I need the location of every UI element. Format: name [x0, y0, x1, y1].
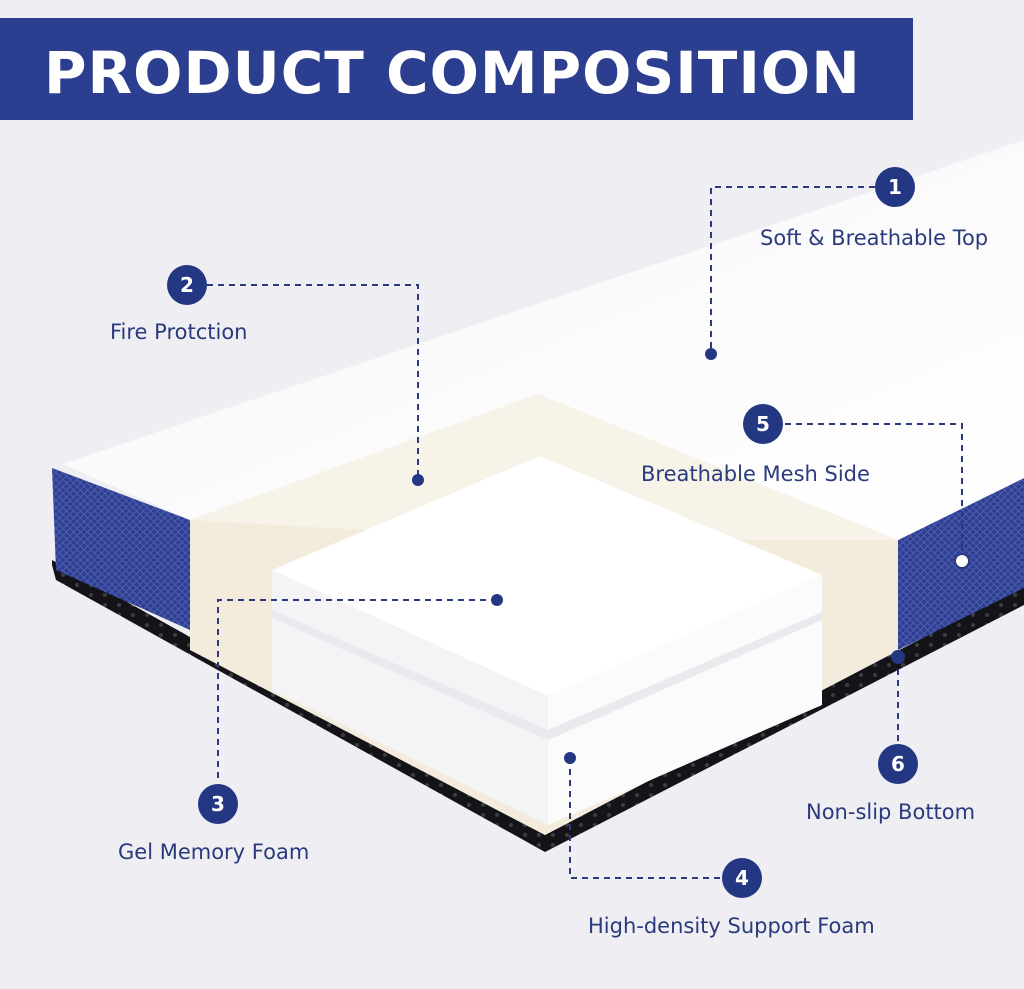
callout-badge-4: 4 — [722, 858, 762, 898]
callout-badge-3: 3 — [198, 784, 238, 824]
callout-badge-1: 1 — [875, 167, 915, 207]
callout-label-1: Soft & Breathable Top — [760, 226, 989, 250]
header-banner: PRODUCT COMPOSITION — [0, 18, 913, 120]
support-foam-layer — [272, 570, 548, 825]
callout-badge-5: 5 — [743, 404, 783, 444]
page-title: PRODUCT COMPOSITION — [44, 39, 861, 107]
gel-memory-foam-layer — [272, 456, 822, 696]
callout-badge-2: 2 — [167, 265, 207, 305]
callout-label-4: High-density Support Foam — [588, 914, 875, 938]
soft-top-layer — [62, 140, 1024, 540]
callout-label-5: Breathable Mesh Side — [641, 462, 870, 486]
callout-label-3: Gel Memory Foam — [118, 840, 310, 864]
callout-label-6: Non-slip Bottom — [806, 800, 976, 824]
callout-badge-6: 6 — [878, 744, 918, 784]
mesh-side-left — [52, 468, 190, 630]
callout-label-2: Fire Protction — [110, 320, 248, 344]
